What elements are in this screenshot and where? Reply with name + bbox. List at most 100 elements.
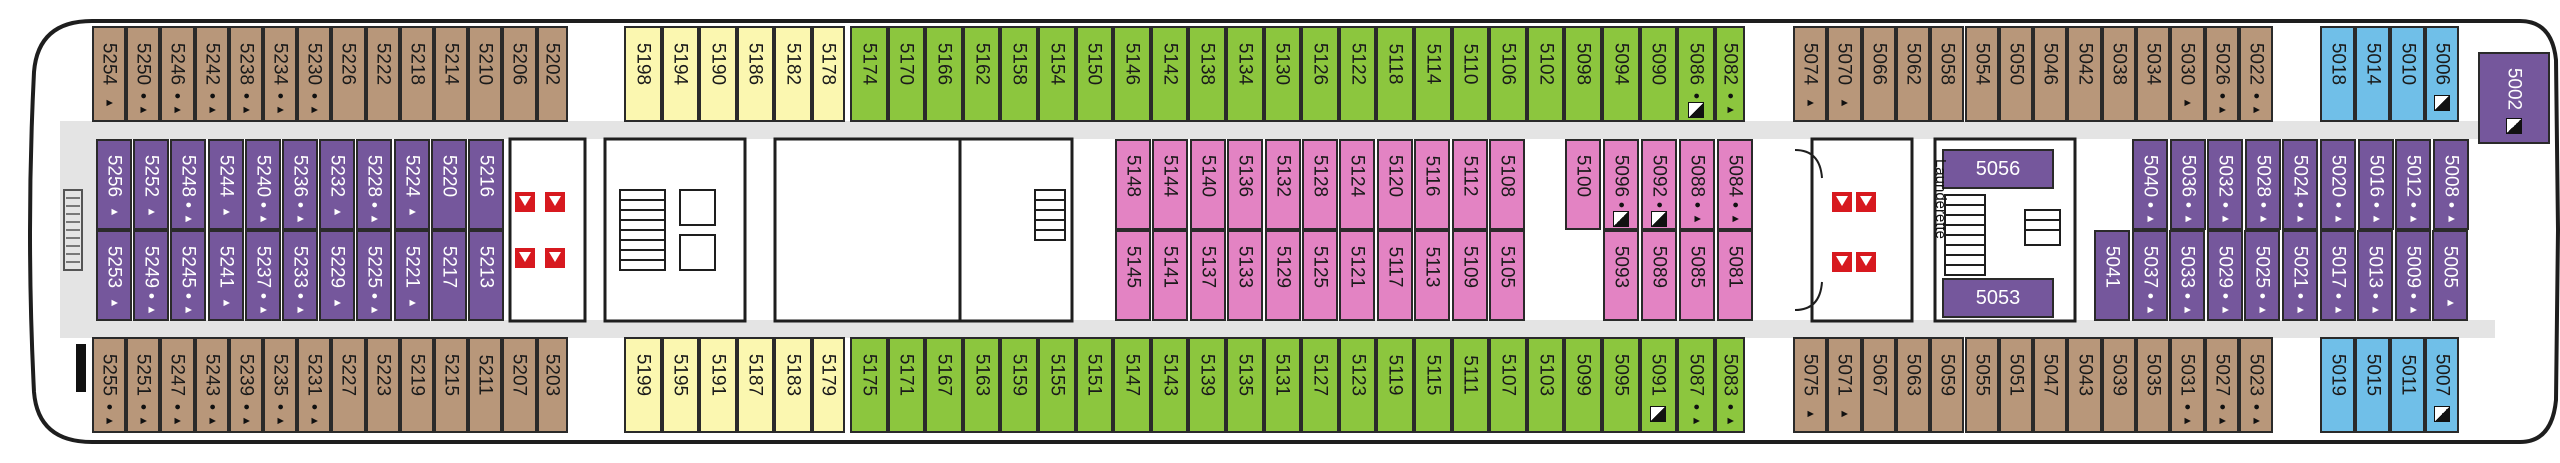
cabin-5055[interactable]: 5055 — [1964, 337, 1999, 433]
cabin-5179[interactable]: 5179 — [811, 337, 845, 433]
cabin-5122[interactable]: 5122 — [1338, 26, 1377, 122]
cabin-5163[interactable]: 5163 — [962, 337, 1001, 433]
cabin-5036[interactable]: 5036●▲ — [2169, 139, 2206, 230]
cabin-5092[interactable]: 5092● — [1641, 139, 1677, 230]
cabin-5018[interactable]: 5018 — [2320, 26, 2355, 122]
cabin-5228[interactable]: 5228●▲ — [356, 139, 393, 230]
cabin-5083[interactable]: 5083●▲ — [1714, 337, 1745, 433]
cabin-5199[interactable]: 5199 — [624, 337, 662, 433]
cabin-5213[interactable]: 5213 — [468, 230, 504, 321]
cabin-5240[interactable]: 5240●▲ — [244, 139, 281, 230]
cabin-5154[interactable]: 5154 — [1038, 26, 1076, 122]
cabin-5067[interactable]: 5067 — [1861, 337, 1896, 433]
cabin-5252[interactable]: 5252▲ — [133, 139, 170, 230]
cabin-5246[interactable]: 5246●▲ — [160, 26, 195, 122]
cabin-5211[interactable]: 5211 — [468, 337, 503, 433]
cabin-5138[interactable]: 5138 — [1188, 26, 1226, 122]
cabin-5248[interactable]: 5248●▲ — [170, 139, 207, 230]
cabin-5242[interactable]: 5242●▲ — [194, 26, 229, 122]
cabin-5191[interactable]: 5191 — [699, 337, 737, 433]
cabin-5054[interactable]: 5054 — [1964, 26, 1999, 122]
cabin-5040[interactable]: 5040●▲ — [2132, 139, 2168, 230]
cabin-5071[interactable]: 5071▲ — [1827, 337, 1862, 433]
cabin-5175[interactable]: 5175 — [850, 337, 888, 433]
cabin-5106[interactable]: 5106 — [1489, 26, 1527, 122]
cabin-5146[interactable]: 5146 — [1113, 26, 1151, 122]
cabin-5141[interactable]: 5141 — [1152, 230, 1189, 321]
cabin-5171[interactable]: 5171 — [887, 337, 926, 433]
cabin-5058[interactable]: 5058 — [1930, 26, 1965, 122]
cabin-5142[interactable]: 5142 — [1150, 26, 1189, 122]
cabin-5139[interactable]: 5139 — [1188, 337, 1226, 433]
cabin-5095[interactable]: 5095 — [1602, 337, 1640, 433]
cabin-5187[interactable]: 5187 — [736, 337, 774, 433]
cabin-5190[interactable]: 5190 — [699, 26, 737, 122]
cabin-5203[interactable]: 5203 — [536, 337, 568, 433]
cabin-5028[interactable]: 5028●▲ — [2244, 139, 2281, 230]
cabin-5151[interactable]: 5151 — [1075, 337, 1114, 433]
cabin-5093[interactable]: 5093 — [1603, 230, 1639, 321]
cabin-5039[interactable]: 5039 — [2101, 337, 2136, 433]
cabin-5219[interactable]: 5219 — [399, 337, 434, 433]
cabin-5099[interactable]: 5099 — [1564, 337, 1602, 433]
cabin-5229[interactable]: 5229▲ — [319, 230, 356, 321]
cabin-5224[interactable]: 5224▲ — [393, 139, 430, 230]
cabin-5046[interactable]: 5046 — [2033, 26, 2068, 122]
cabin-5017[interactable]: 5017●▲ — [2319, 230, 2356, 321]
cabin-5235[interactable]: 5235●▲ — [263, 337, 298, 433]
cabin-5233[interactable]: 5233●▲ — [282, 230, 318, 321]
cabin-5202[interactable]: 5202 — [536, 26, 568, 122]
cabin-5120[interactable]: 5120 — [1376, 139, 1413, 230]
cabin-5031[interactable]: 5031●▲ — [2170, 337, 2205, 433]
cabin-5231[interactable]: 5231●▲ — [297, 337, 332, 433]
cabin-5005[interactable]: 5005▲ — [2432, 230, 2469, 321]
cabin-5029[interactable]: 5029●▲ — [2206, 230, 2243, 321]
cabin-5008[interactable]: 5008●▲ — [2432, 139, 2469, 230]
cabin-5121[interactable]: 5121 — [1339, 230, 1376, 321]
cabin-5223[interactable]: 5223 — [365, 337, 400, 433]
cabin-5013[interactable]: 5013●▲ — [2357, 230, 2394, 321]
cabin-5137[interactable]: 5137 — [1189, 230, 1226, 321]
cabin-5128[interactable]: 5128 — [1302, 139, 1338, 230]
cabin-5088[interactable]: 5088●▲ — [1679, 139, 1715, 230]
cabin-5143[interactable]: 5143 — [1150, 337, 1189, 433]
cabin-5127[interactable]: 5127 — [1301, 337, 1339, 433]
cabin-5038[interactable]: 5038 — [2101, 26, 2136, 122]
cabin-5214[interactable]: 5214 — [434, 26, 469, 122]
cabin-5025[interactable]: 5025●▲ — [2244, 230, 2281, 321]
cabin-5026[interactable]: 5026●▲ — [2204, 26, 2239, 122]
cabin-5103[interactable]: 5103 — [1526, 337, 1565, 433]
cabin-5123[interactable]: 5123 — [1338, 337, 1377, 433]
cabin-5009[interactable]: 5009●▲ — [2394, 230, 2431, 321]
cabin-5109[interactable]: 5109 — [1451, 230, 1488, 321]
cabin-5113[interactable]: 5113 — [1414, 230, 1451, 321]
cabin-5118[interactable]: 5118 — [1376, 26, 1414, 122]
cabin-5182[interactable]: 5182 — [774, 26, 812, 122]
cabin-5119[interactable]: 5119 — [1376, 337, 1414, 433]
cabin-5062[interactable]: 5062 — [1895, 26, 1931, 122]
cabin-5014[interactable]: 5014 — [2355, 26, 2390, 122]
cabin-5098[interactable]: 5098 — [1564, 26, 1602, 122]
cabin-5238[interactable]: 5238●▲ — [228, 26, 263, 122]
cabin-5134[interactable]: 5134 — [1226, 26, 1264, 122]
cabin-5198[interactable]: 5198 — [624, 26, 662, 122]
cabin-5207[interactable]: 5207 — [502, 337, 537, 433]
cabin-5217[interactable]: 5217 — [430, 230, 467, 321]
cabin-5016[interactable]: 5016●▲ — [2357, 139, 2394, 230]
cabin-5020[interactable]: 5020●▲ — [2320, 139, 2356, 230]
cabin-5011[interactable]: 5011 — [2390, 337, 2425, 433]
cabin-5155[interactable]: 5155 — [1038, 337, 1076, 433]
cabin-5244[interactable]: 5244▲ — [207, 139, 244, 230]
cabin-5239[interactable]: 5239●▲ — [228, 337, 263, 433]
cabin-5140[interactable]: 5140 — [1189, 139, 1226, 230]
cabin-5037[interactable]: 5037●▲ — [2131, 230, 2168, 321]
cabin-5133[interactable]: 5133 — [1227, 230, 1264, 321]
cabin-5251[interactable]: 5251●▲ — [126, 337, 161, 433]
cabin-5012[interactable]: 5012●▲ — [2395, 139, 2432, 230]
cabin-5063[interactable]: 5063 — [1895, 337, 1931, 433]
cabin-5082[interactable]: 5082●▲ — [1714, 26, 1745, 122]
cabin-5230[interactable]: 5230●▲ — [297, 26, 332, 122]
cabin-5051[interactable]: 5051 — [1998, 337, 2034, 433]
cabin-5174[interactable]: 5174 — [850, 26, 888, 122]
cabin-5047[interactable]: 5047 — [2033, 337, 2068, 433]
